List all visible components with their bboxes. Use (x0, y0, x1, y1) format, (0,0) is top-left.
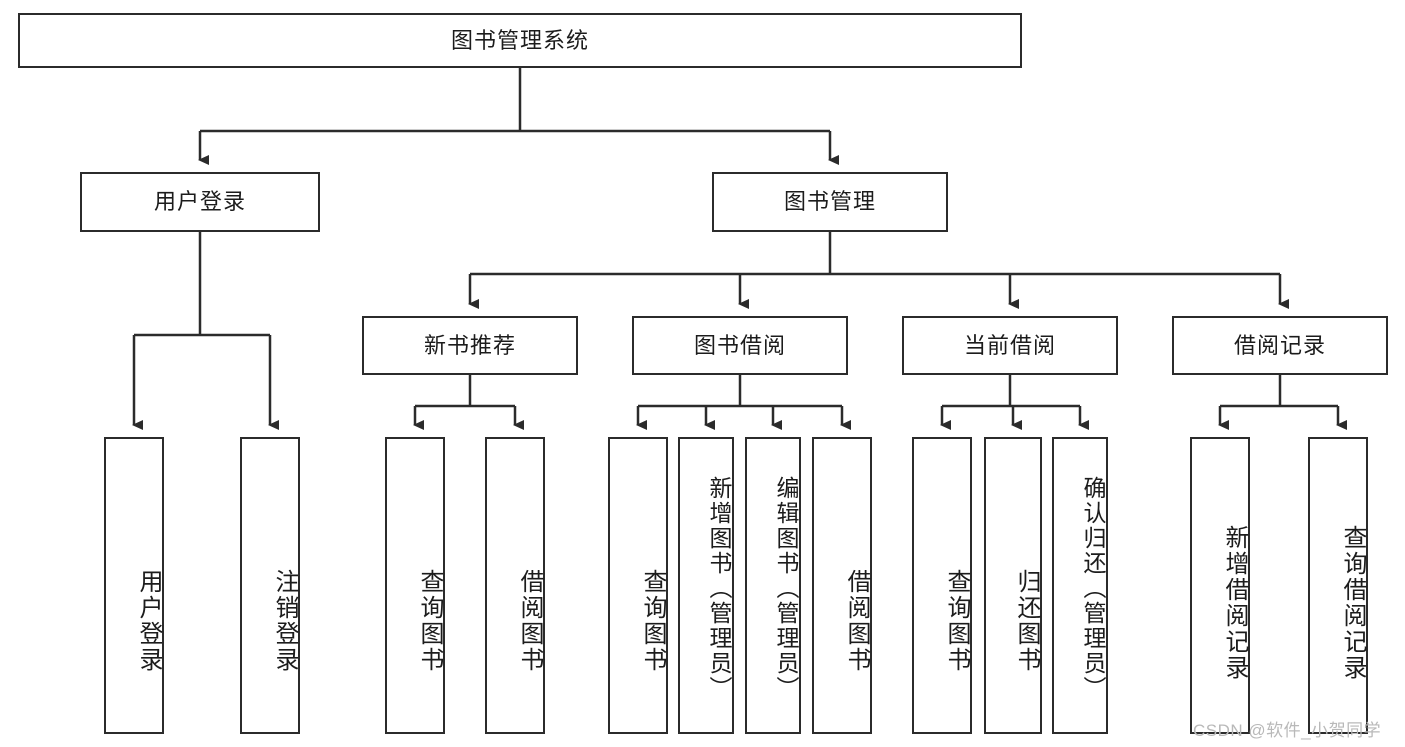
node-leaf-confirm-return-label: 确认归还（管理员） (1080, 476, 1106, 701)
node-leaf-user-login-label: 用户登录 (135, 568, 162, 673)
node-leaf-query-book-borrow[interactable]: 查询图书 (608, 437, 668, 734)
node-leaf-query-record-label: 查询借阅记录 (1339, 524, 1366, 681)
node-leaf-return-book[interactable]: 归还图书 (984, 437, 1042, 734)
node-leaf-add-record[interactable]: 新增借阅记录 (1190, 437, 1250, 734)
node-leaf-user-logout-label: 注销登录 (271, 568, 298, 673)
node-leaf-query-book-borrow-label: 查询图书 (639, 568, 666, 673)
node-leaf-query-book-rec-label: 查询图书 (416, 568, 443, 673)
node-new-book-rec[interactable]: 新书推荐 (362, 316, 578, 375)
node-leaf-edit-book-label: 编辑图书（管理员） (773, 476, 799, 701)
node-leaf-confirm-return[interactable]: 确认归还（管理员） (1052, 437, 1108, 734)
node-leaf-user-logout[interactable]: 注销登录 (240, 437, 300, 734)
node-user-login-label: 用户登录 (153, 189, 246, 215)
node-leaf-borrow-book-rec[interactable]: 借阅图书 (485, 437, 545, 734)
node-book-manage-label: 图书管理 (783, 189, 876, 215)
node-leaf-return-book-label: 归还图书 (1013, 568, 1040, 673)
node-leaf-borrow-book[interactable]: 借阅图书 (812, 437, 872, 734)
node-current-borrow-label: 当前借阅 (963, 332, 1056, 358)
node-borrow-record-label: 借阅记录 (1233, 332, 1326, 358)
node-leaf-add-book[interactable]: 新增图书（管理员） (678, 437, 734, 734)
node-leaf-query-record[interactable]: 查询借阅记录 (1308, 437, 1368, 734)
node-book-borrow-label: 图书借阅 (693, 332, 786, 358)
node-leaf-borrow-book-label: 借阅图书 (843, 568, 870, 673)
node-current-borrow[interactable]: 当前借阅 (902, 316, 1118, 375)
node-leaf-add-record-label: 新增借阅记录 (1221, 524, 1248, 681)
node-leaf-query-book-rec[interactable]: 查询图书 (385, 437, 445, 734)
node-new-book-rec-label: 新书推荐 (423, 332, 516, 358)
node-leaf-edit-book[interactable]: 编辑图书（管理员） (745, 437, 801, 734)
csdn-watermark: CSDN @软件_小贺同学 (1193, 721, 1382, 740)
node-borrow-record[interactable]: 借阅记录 (1172, 316, 1388, 375)
node-leaf-query-book-cur-label: 查询图书 (943, 568, 970, 673)
node-root-label: 图书管理系统 (450, 27, 589, 53)
node-leaf-query-book-cur[interactable]: 查询图书 (912, 437, 972, 734)
node-leaf-add-book-label: 新增图书（管理员） (706, 476, 732, 701)
node-root[interactable]: 图书管理系统 (18, 13, 1022, 68)
node-leaf-user-login[interactable]: 用户登录 (104, 437, 164, 734)
node-book-manage[interactable]: 图书管理 (712, 172, 948, 232)
node-leaf-borrow-book-rec-label: 借阅图书 (516, 568, 543, 673)
node-user-login[interactable]: 用户登录 (80, 172, 320, 232)
node-book-borrow[interactable]: 图书借阅 (632, 316, 848, 375)
